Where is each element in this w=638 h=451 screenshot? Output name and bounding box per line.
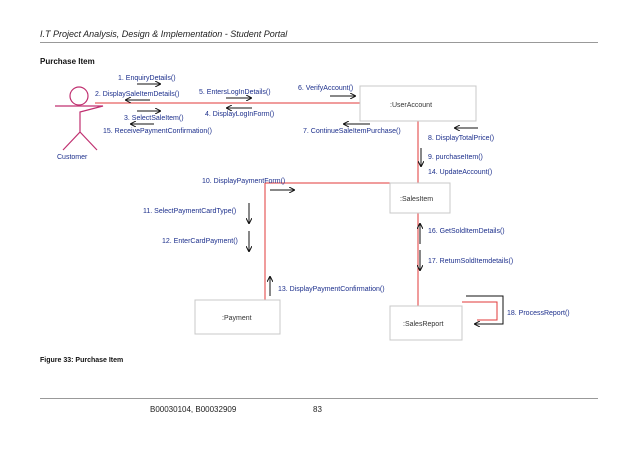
- msg-10: 10. DisplayPaymentForm(): [202, 178, 285, 185]
- msg-5: 5. EntersLogInDetails(): [199, 89, 271, 96]
- customer-label: Customer: [57, 154, 88, 161]
- salesitem-label: :SalesItem: [400, 196, 433, 203]
- footer-student-ids: B00030104, B00032909: [150, 405, 237, 414]
- footer-divider: [40, 398, 598, 399]
- msg-15: 15. ReceivePaymentConfirmation(): [103, 128, 212, 135]
- msg-1: 1. EnquiryDetails(): [118, 75, 176, 82]
- salesreport-box: :SalesReport: [389, 305, 463, 341]
- msg-14: 14. UpdateAccount(): [428, 169, 492, 176]
- useraccount-box: :UserAccount: [359, 85, 477, 122]
- customer-actor: [55, 86, 104, 151]
- useraccount-label: :UserAccount: [390, 102, 432, 109]
- msg-6: 6. VerifyAccount(): [298, 85, 353, 92]
- msg-18: 18. ProcessReport(): [507, 310, 570, 317]
- msg-17: 17. ReturnSoldItemdetails(): [428, 258, 513, 265]
- arrow-18: [466, 295, 504, 324]
- salesreport-label: :SalesReport: [403, 321, 444, 328]
- salesitem-box: :SalesItem: [389, 182, 451, 214]
- payment-label: :Payment: [222, 315, 252, 322]
- link-selfloop-salesreport: [462, 301, 498, 321]
- payment-box: :Payment: [194, 299, 281, 335]
- footer-page-number: 83: [313, 405, 322, 414]
- msg-12: 12. EnterCardPayment(): [162, 238, 238, 245]
- msg-11: 11. SelectPaymentCardType(): [143, 208, 236, 215]
- section-title: Purchase Item: [40, 57, 95, 66]
- msg-7: 7. ContinueSaleItemPurchase(): [303, 128, 401, 135]
- msg-9: 9. purchaseItem(): [428, 154, 483, 161]
- msg-16: 16. GetSoldItemDetails(): [428, 228, 505, 235]
- msg-2: 2. DisplaySaleItemDetails(): [95, 91, 179, 98]
- page-header: I.T Project Analysis, Design & Implement…: [40, 29, 288, 39]
- header-divider: [40, 42, 598, 43]
- msg-4: 4. DisplayLogInForm(): [205, 111, 274, 118]
- message-arrows: [126, 84, 504, 324]
- figure-caption: Figure 33: Purchase Item: [40, 357, 124, 364]
- msg-8: 8. DisplayTotalPrice(): [428, 135, 494, 142]
- msg-13: 13. DisplayPaymentConfirmation(): [278, 286, 385, 293]
- msg-3: 3. SelectSaleItem(): [124, 115, 184, 122]
